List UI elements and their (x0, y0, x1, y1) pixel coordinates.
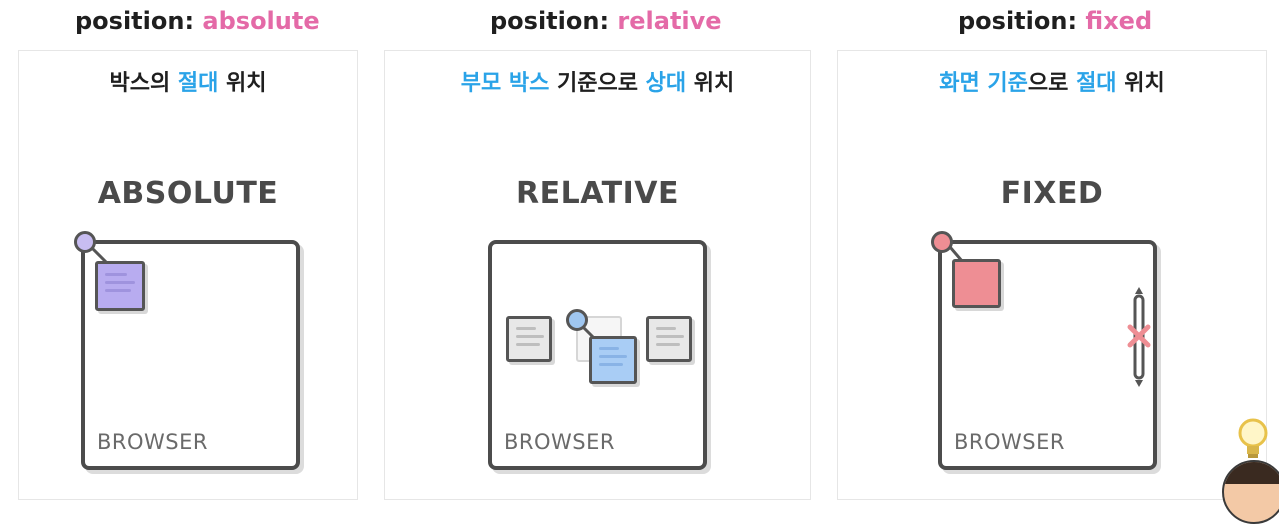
illustration-label: ABSOLUTE (97, 176, 279, 211)
subtitle-highlight: 절대 (177, 71, 219, 96)
subtitle-part: 위치 (686, 71, 735, 96)
heading-prefix: position: (958, 7, 1086, 35)
lightbulb-icon (1238, 418, 1268, 458)
avatar-icon (1222, 460, 1279, 524)
subtitle: 박스의 절대 위치 (19, 65, 357, 97)
heading-prefix: position: (75, 7, 203, 35)
anchor-dot (74, 231, 96, 253)
panel-fixed: 화면 기준으로 절대 위치 FIXED BROWSER (837, 50, 1267, 500)
subtitle-highlight: 절대 (1076, 71, 1117, 96)
subtitle-part: 위치 (218, 71, 267, 96)
subtitle-highlight: 화면 기준 (939, 71, 1028, 96)
subtitle-part: 박스의 (109, 71, 178, 96)
subtitle: 부모 박스 기준으로 상대 위치 (385, 65, 810, 97)
sibling-box-right (646, 316, 692, 362)
browser-label: BROWSER (97, 430, 208, 454)
positioned-box (95, 261, 145, 311)
browser-label: BROWSER (504, 430, 615, 454)
subtitle-part: 으로 (1027, 71, 1077, 96)
panel-absolute: 박스의 절대 위치 ABSOLUTE BROWSER (18, 50, 358, 500)
anchor-dot (931, 231, 953, 253)
heading-keyword: relative (617, 7, 722, 35)
illustration-label: RELATIVE (516, 176, 679, 211)
anchor-dot (566, 309, 588, 331)
sibling-box-left (506, 316, 552, 362)
browser-label: BROWSER (954, 430, 1065, 454)
connector-line (89, 245, 111, 267)
subtitle-highlight: 부모 박스 (460, 71, 550, 96)
heading-absolute: position: absolute (75, 4, 320, 38)
subtitle-highlight: 상대 (645, 71, 687, 96)
positioned-box (952, 259, 1001, 308)
subtitle-part: 기준으로 (549, 71, 646, 96)
connector-line (581, 325, 599, 343)
subtitle-part: 위치 (1116, 71, 1165, 96)
heading-relative: position: relative (490, 4, 722, 38)
scrollbar-icon (948, 246, 1151, 387)
heading-keyword: absolute (202, 7, 320, 35)
illustration-label: FIXED (1000, 176, 1104, 211)
positioned-box (589, 336, 637, 384)
panel-relative: 부모 박스 기준으로 상대 위치 RELATIVE BROWSER (384, 50, 811, 500)
heading-prefix: position: (490, 7, 618, 35)
heading-fixed: position: fixed (958, 4, 1152, 38)
heading-keyword: fixed (1085, 7, 1153, 35)
subtitle: 화면 기준으로 절대 위치 (838, 65, 1266, 97)
